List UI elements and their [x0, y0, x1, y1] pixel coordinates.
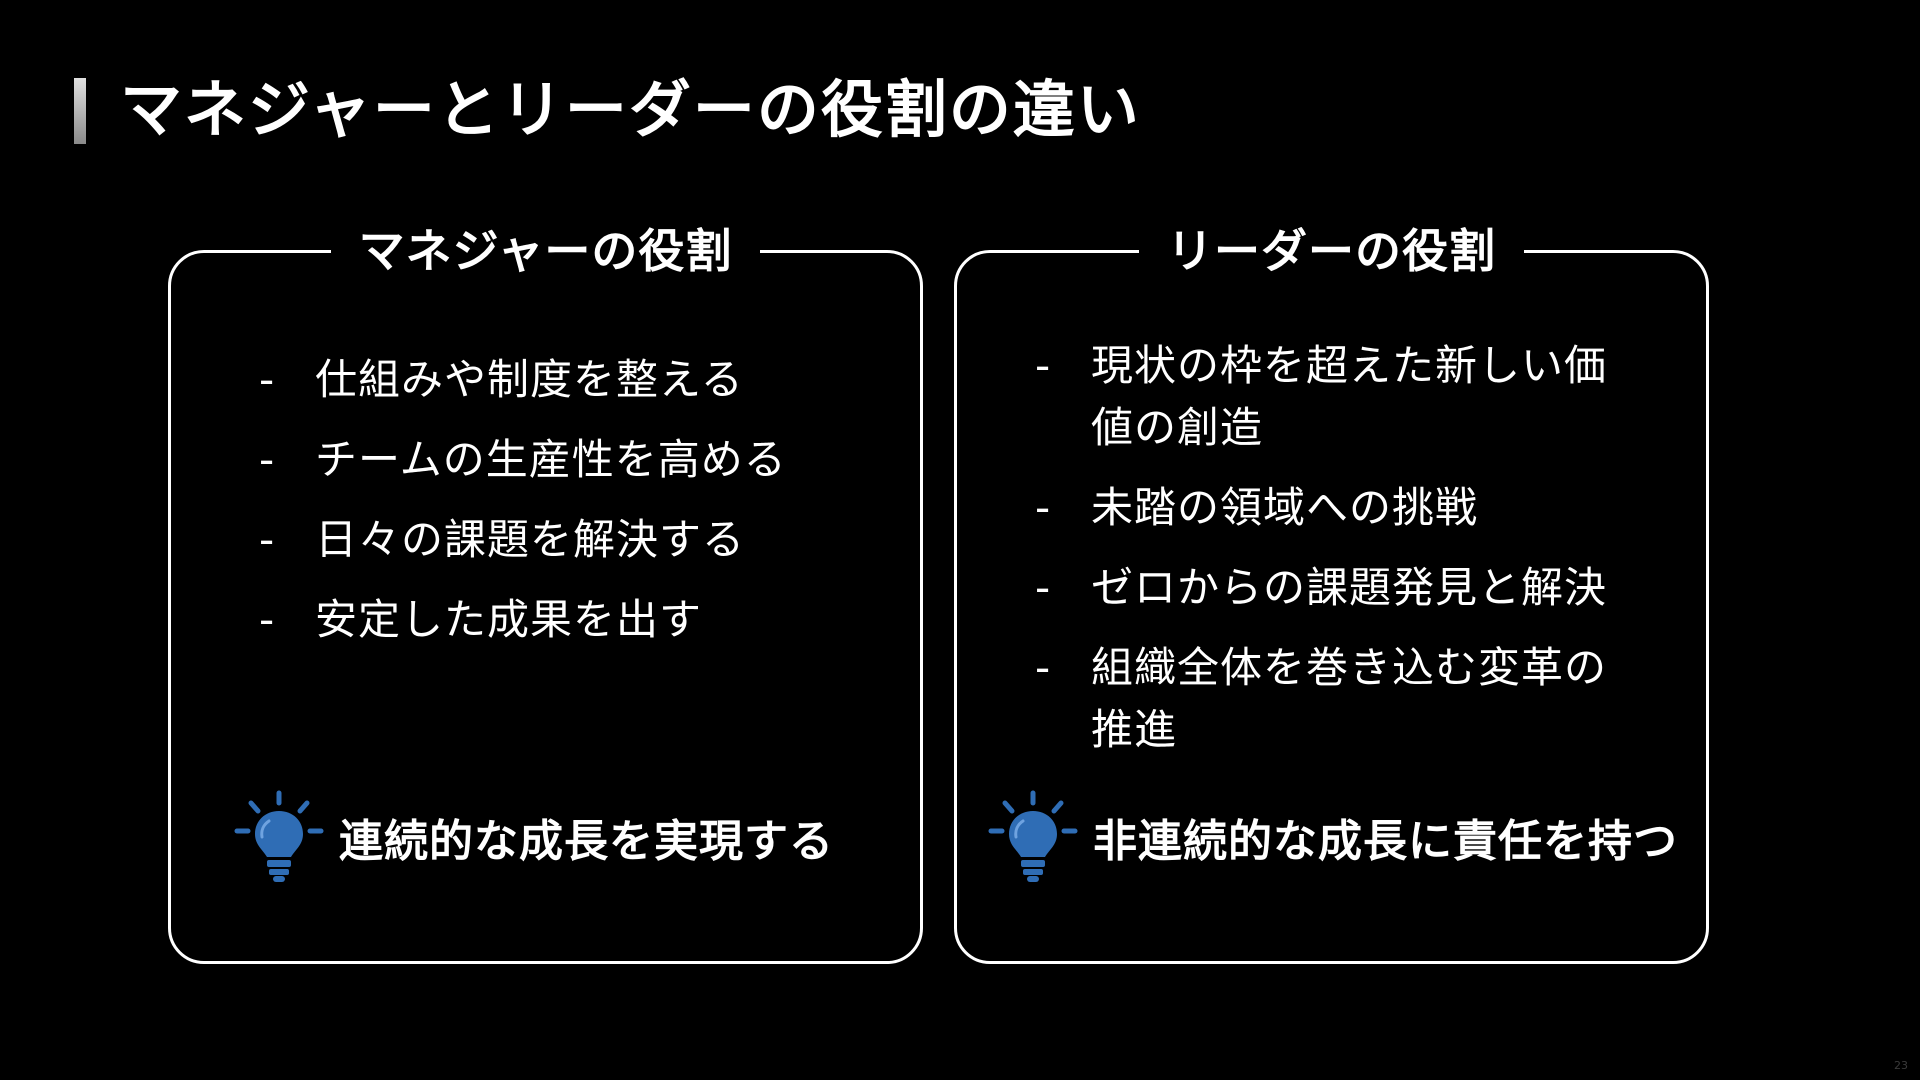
- manager-callout-text: 連続的な成長を実現する: [339, 816, 834, 867]
- list-item-text: チームの生産性を高める: [315, 435, 787, 484]
- bullet-dash: -: [259, 515, 276, 564]
- manager-role-card: マネジャーの役割 - 仕組みや制度を整える - チームの生産性を高める - 日々…: [168, 209, 923, 964]
- list-item: - 安定した成果を出す: [259, 589, 899, 651]
- list-item-text: 組織全体を巻き込む変革の推進: [1091, 643, 1608, 754]
- bullet-dash: -: [1035, 643, 1052, 692]
- leader-callout: 非連続的な成長に責任を持つ: [987, 789, 1678, 885]
- lightbulb-icon: [234, 790, 324, 882]
- page-number: 23: [1894, 1059, 1908, 1072]
- title-accent-bar: [74, 78, 86, 144]
- bullet-dash: -: [1035, 341, 1052, 390]
- list-item-text: 安定した成果を出す: [315, 595, 703, 644]
- manager-callout: 連続的な成長を実現する: [233, 789, 834, 885]
- leader-role-card: リーダーの役割 - 現状の枠を超えた新しい価値の創造 - 未踏の領域への挑戦 -…: [954, 209, 1709, 964]
- list-item-text: 未踏の領域への挑戦: [1091, 483, 1479, 532]
- manager-card-heading-text: マネジャーの役割: [330, 209, 761, 293]
- manager-card-heading: マネジャーの役割: [171, 209, 920, 304]
- list-item: - 現状の枠を超えた新しい価値の創造: [1035, 335, 1635, 459]
- list-item-text: ゼロからの課題発見と解決: [1091, 563, 1608, 612]
- bullet-dash: -: [259, 595, 276, 644]
- bullet-dash: -: [1035, 563, 1052, 612]
- leader-callout-text: 非連続的な成長に責任を持つ: [1093, 816, 1678, 867]
- bullet-dash: -: [259, 355, 276, 404]
- list-item: - 日々の課題を解決する: [259, 509, 899, 571]
- list-item: - ゼロからの課題発見と解決: [1035, 557, 1635, 619]
- leader-card-heading: リーダーの役割: [957, 209, 1706, 304]
- manager-role-list: - 仕組みや制度を整える - チームの生産性を高める - 日々の課題を解決する …: [259, 349, 899, 669]
- bullet-dash: -: [1035, 483, 1052, 532]
- list-item: - 仕組みや制度を整える: [259, 349, 899, 411]
- leader-role-list: - 現状の枠を超えた新しい価値の創造 - 未踏の領域への挑戦 - ゼロからの課題…: [1035, 335, 1635, 779]
- list-item: - チームの生産性を高める: [259, 429, 899, 491]
- list-item: - 組織全体を巻き込む変革の推進: [1035, 637, 1635, 761]
- leader-card-heading-text: リーダーの役割: [1139, 209, 1524, 293]
- list-item: - 未踏の領域への挑戦: [1035, 477, 1635, 539]
- list-item-text: 仕組みや制度を整える: [315, 355, 744, 404]
- page-title: マネジャーとリーダーの役割の違い: [120, 73, 1141, 146]
- bullet-dash: -: [259, 435, 276, 484]
- list-item-text: 現状の枠を超えた新しい価値の創造: [1091, 341, 1608, 452]
- list-item-text: 日々の課題を解決する: [315, 515, 746, 564]
- lightbulb-icon: [988, 790, 1078, 882]
